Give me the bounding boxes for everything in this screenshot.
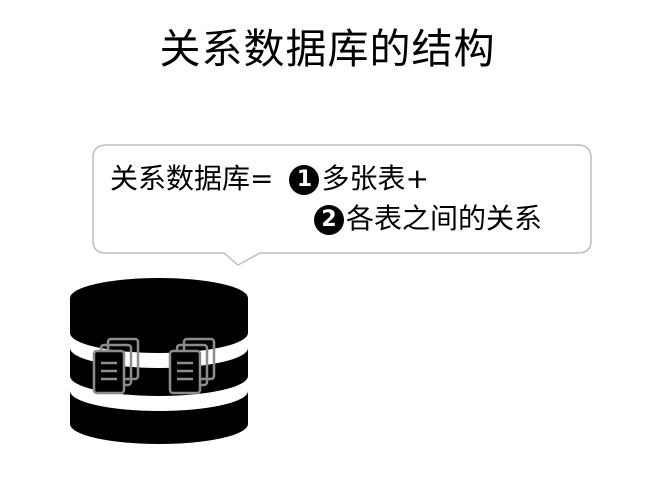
item-table-relations: 各表之间的关系 [346,202,543,235]
number-badge-2: 2 [314,205,344,235]
item-multiple-tables: 多张表+ [321,162,429,195]
equation-lhs: 关系数据库= [110,162,274,195]
document-stack-icon [92,337,140,395]
database-cylinder-icon [68,276,250,452]
document-stack-icon [168,337,216,395]
page-title: 关系数据库的结构 [159,25,496,73]
callout-bubble-shape [92,144,592,266]
number-badge-1: 1 [289,165,320,195]
